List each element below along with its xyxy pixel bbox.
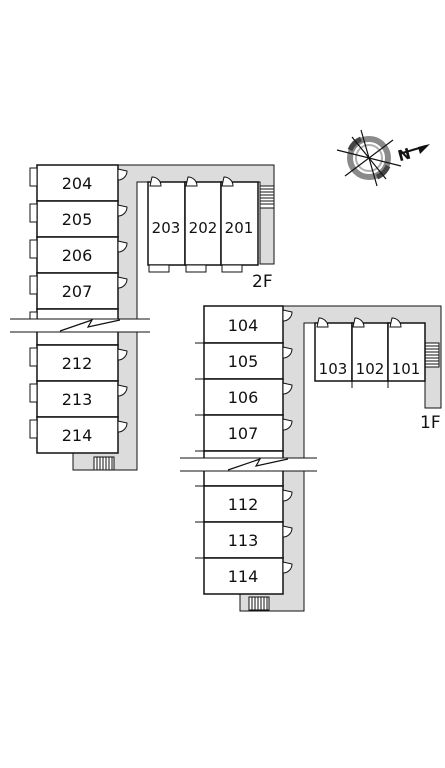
room-number: 205 — [62, 210, 93, 229]
room-unit: 207 — [36, 272, 119, 310]
door-icon — [282, 309, 293, 574]
room-number: 204 — [62, 174, 93, 193]
room-unit: 212 — [36, 344, 119, 382]
room-unit: 102 — [351, 322, 389, 382]
room-number: 103 — [319, 360, 348, 378]
stairs-icon — [424, 342, 440, 368]
second-floor-plan: 204 205 206 207 212 213 214 — [10, 164, 275, 471]
room-unit: 204 — [36, 164, 119, 202]
room-number: 101 — [392, 360, 421, 378]
room-unit: 106 — [203, 378, 284, 416]
stairs-icon — [93, 456, 115, 471]
room-unit: 101 — [387, 322, 426, 382]
room-number: 102 — [356, 360, 385, 378]
room-number: 201 — [225, 219, 254, 237]
room-number: 203 — [152, 219, 181, 237]
partition-line — [195, 342, 204, 559]
room-number: 104 — [228, 316, 259, 335]
room-number: 106 — [228, 388, 259, 407]
room-number: 107 — [228, 424, 259, 443]
door-icon — [149, 176, 234, 187]
room-unit: 104 — [203, 305, 284, 344]
compass-icon: N — [336, 129, 430, 187]
floor-label-1f: 1F — [420, 413, 441, 433]
partition-line — [351, 381, 389, 388]
room-unit: 214 — [36, 416, 119, 454]
break-line — [180, 457, 317, 472]
floor-label-2f: 2F — [252, 272, 273, 292]
stairs-icon — [259, 185, 275, 209]
room-unit: 105 — [203, 342, 284, 380]
room-unit: 205 — [36, 200, 119, 238]
room-number: 214 — [62, 426, 93, 445]
room-unit: 114 — [203, 557, 284, 595]
room-number: 112 — [228, 495, 259, 514]
room-unit: 203 — [147, 181, 186, 266]
room-number: 113 — [228, 531, 259, 550]
room-unit: 201 — [220, 181, 259, 266]
room-number: 114 — [228, 567, 259, 586]
door-icon — [117, 168, 128, 433]
first-floor-plan: 104 105 106 107 112 113 114 — [180, 305, 442, 612]
room-number: 206 — [62, 246, 93, 265]
stairs-icon — [248, 596, 270, 611]
break-line — [10, 318, 150, 333]
room-number: 213 — [62, 390, 93, 409]
room-unit: 202 — [184, 181, 222, 266]
compass-north-label: N — [396, 145, 413, 166]
room-number: 207 — [62, 282, 93, 301]
room-number: 202 — [189, 219, 218, 237]
door-icon — [316, 317, 402, 328]
room-unit: 206 — [36, 236, 119, 274]
room-number: 212 — [62, 354, 93, 373]
balcony — [29, 167, 38, 439]
room-number: 105 — [228, 352, 259, 371]
room-unit: 112 — [203, 485, 284, 523]
balcony — [148, 264, 243, 273]
room-unit: 103 — [314, 322, 353, 382]
room-unit: 107 — [203, 414, 284, 452]
room-unit: 113 — [203, 521, 284, 559]
room-unit: 213 — [36, 380, 119, 418]
